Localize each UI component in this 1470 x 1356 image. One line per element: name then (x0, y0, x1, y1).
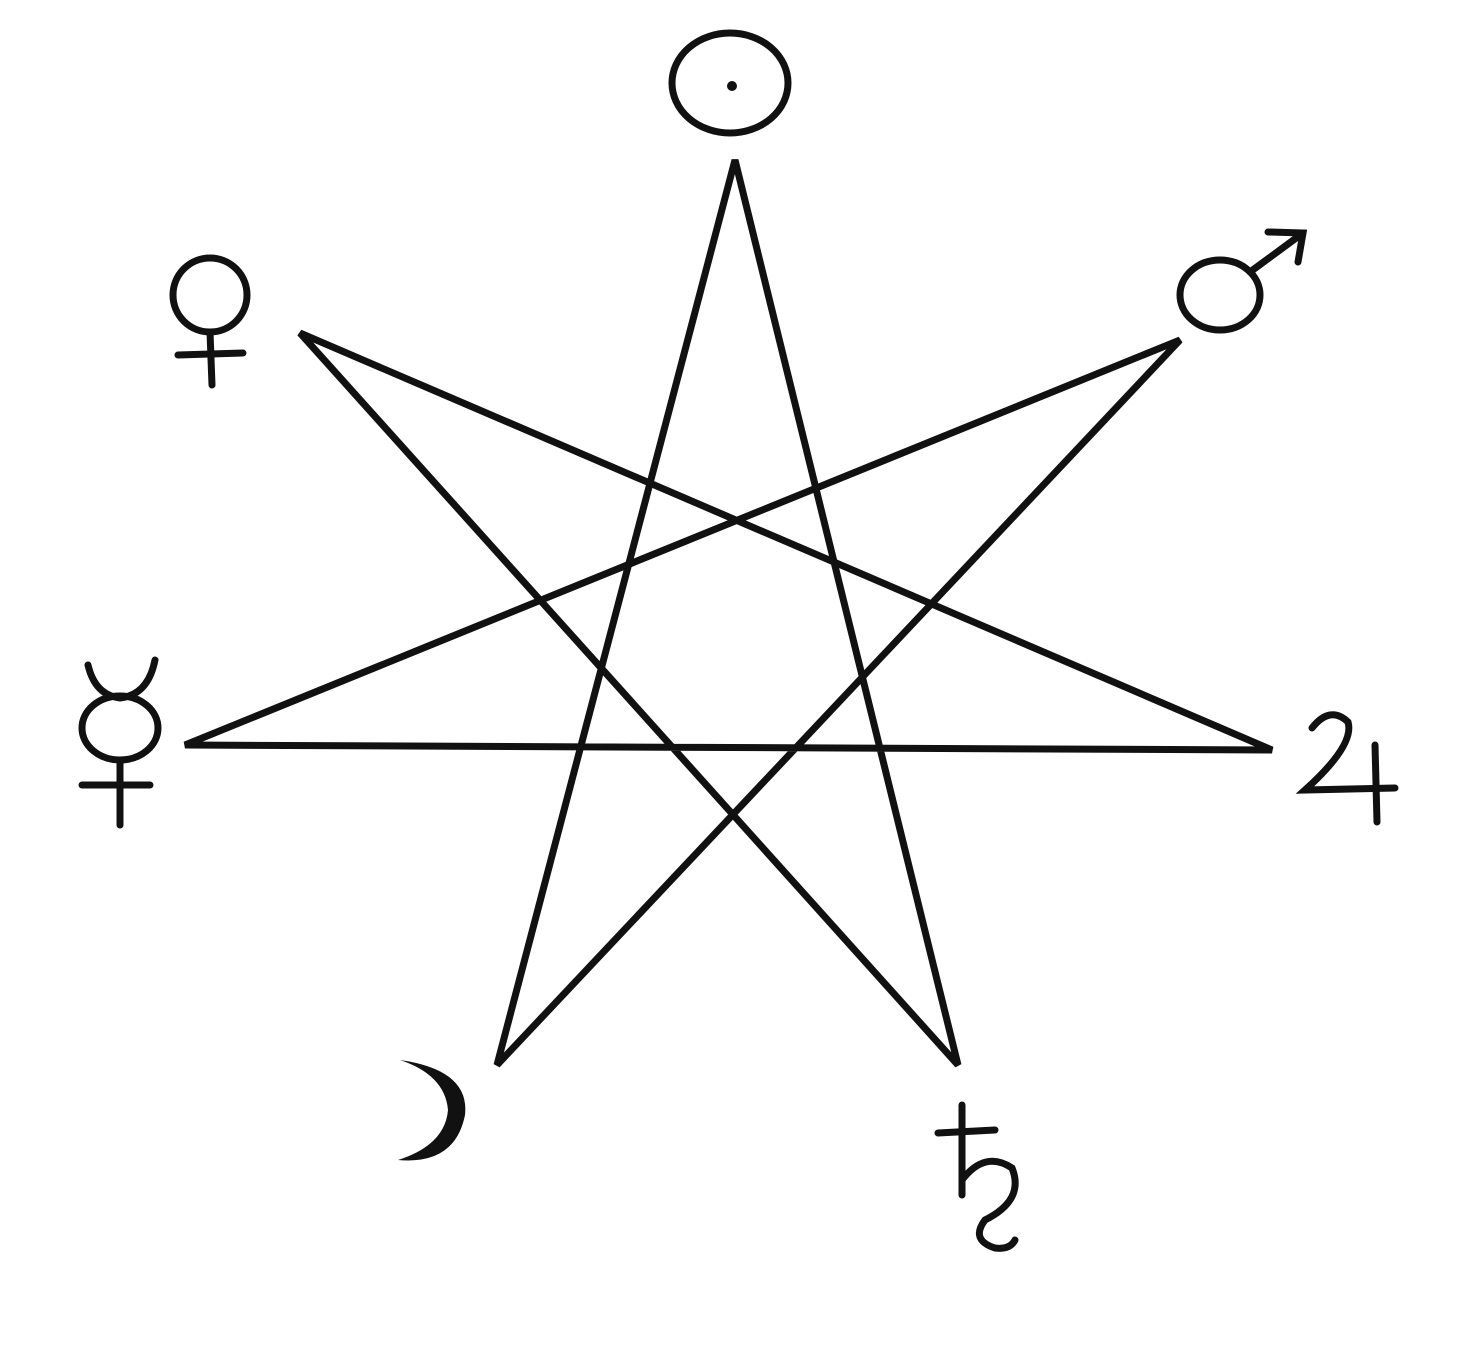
jupiter-symbol-icon (1295, 711, 1399, 826)
moon-symbol-icon (398, 1060, 466, 1161)
mercury-symbol-icon (78, 656, 162, 829)
venus-symbol-icon (169, 254, 251, 389)
heptagram-star (183, 159, 1274, 1068)
mars-symbol-icon (1176, 228, 1308, 334)
sun-symbol-icon (668, 29, 792, 137)
saturn-symbol-icon (934, 1101, 1019, 1252)
